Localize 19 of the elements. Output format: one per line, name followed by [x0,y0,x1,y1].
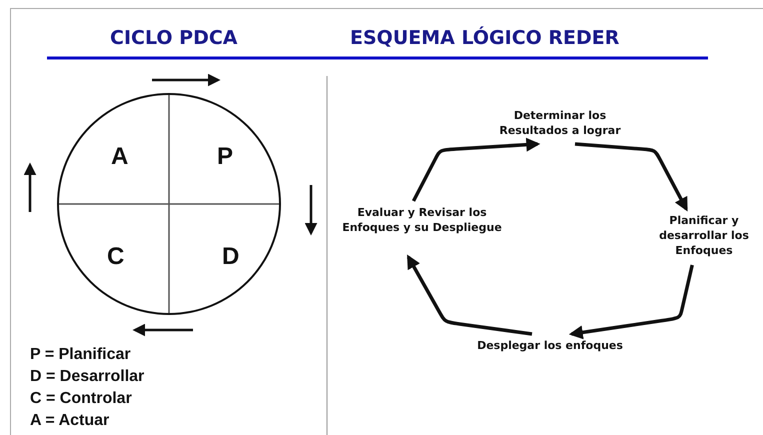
quadrant-letter: A [111,143,128,171]
legend-text: D = Desarrollar [30,368,144,386]
step-text: Desplegar los enfoques [460,338,640,356]
step-text: Determinar los Resultados a lograr [485,108,635,140]
curved-arrow [412,138,540,202]
step-text: Planificar y desarrollar los Enfoques [645,213,763,261]
legend-text: A = Actuar [30,412,110,430]
curved-arrow [574,142,688,212]
legend-text: C = Controlar [30,390,132,408]
quadrant-letter: C [107,243,124,271]
curved-arrow [406,254,532,336]
step-text: Evaluar y Revisar los Enfoques y su Despliegue [337,205,507,253]
quadrant-letter: D [222,243,240,271]
legend-text: P = Planificar [30,346,131,364]
curved-arrow [568,264,694,340]
section-heading: CICLO PDCA [110,27,238,49]
quadrant-letter: P [217,143,234,171]
section-heading: ESQUEMA LÓGICO REDER [350,27,620,49]
pdca-circle [57,93,281,315]
